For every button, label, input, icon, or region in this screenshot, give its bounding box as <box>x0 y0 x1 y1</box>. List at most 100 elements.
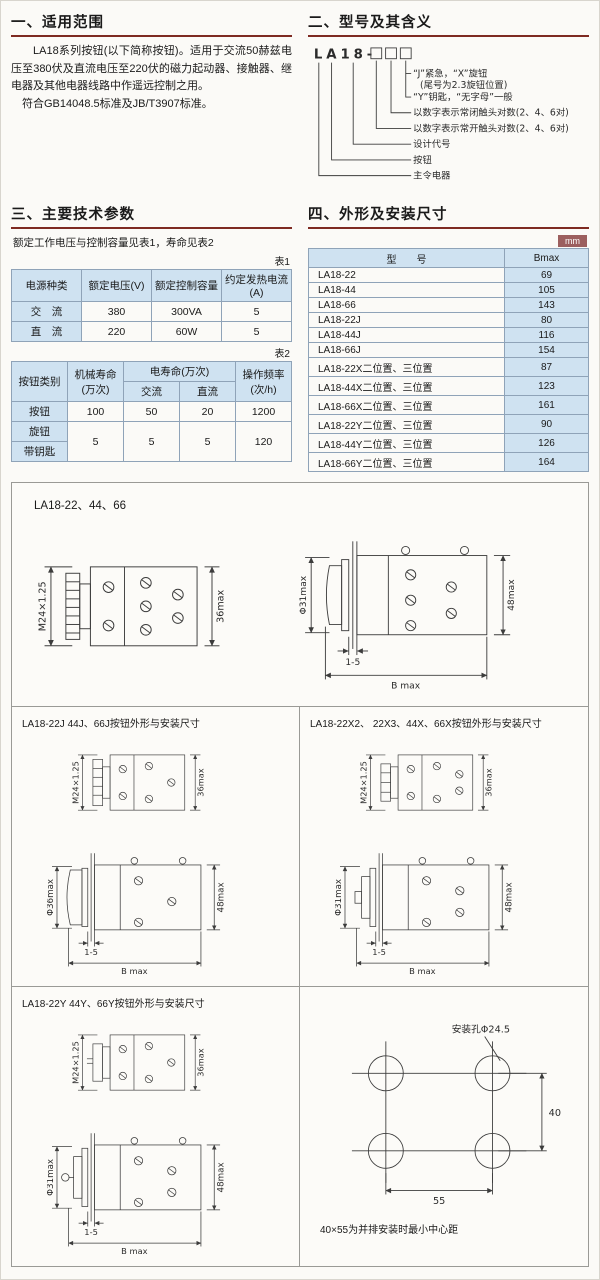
figure4-title: LA18-22Y 44Y、66Y按钮外形与安装尺寸 <box>22 999 205 1011</box>
dim-gap-label: 1-5 <box>345 659 360 669</box>
panel <box>378 853 383 942</box>
cell-mech-life: 5 <box>67 421 124 463</box>
section-scope: 一、适用范围 LA18系列按钮(以下简称按钮)。适用于交流50赫兹电压至380伏… <box>11 11 292 195</box>
dim-depth-label: 48max <box>504 882 514 912</box>
tech-params-title: 三、主要技术参数 <box>11 203 292 230</box>
top-row: 一、适用范围 LA18系列按钮(以下简称按钮)。适用于交流50赫兹电压至380伏… <box>11 11 589 195</box>
figure-la18-y: LA18-22Y 44Y、66Y按钮外形与安装尺寸 M24×1.25 <box>12 987 300 1267</box>
dim-width-label: B max <box>121 966 148 976</box>
scope-title: 一、适用范围 <box>11 11 292 37</box>
model-designation-diagram: LA18- “J”紧急，“X”旋钮 (尾号为2.3旋钮位置) “Y”钥匙，“无字… <box>314 47 569 182</box>
dim-height-label: 36max <box>215 590 226 623</box>
dim-width-label: B max <box>409 966 436 976</box>
dim-gap-label: 1-5 <box>84 947 98 957</box>
dimension-row: LA18-22J 80 <box>308 312 589 329</box>
header-cell-mech-life: 机械寿命(万次) <box>67 361 124 403</box>
dimension-row: LA18-66Y二位置、三位置 164 <box>308 452 589 473</box>
contact-block <box>109 1034 185 1091</box>
drawings-panel: LA18-22、44、66 M24×1.25 <box>11 482 589 1268</box>
cell-category: 旋钮 <box>11 421 68 443</box>
button-head <box>64 573 91 641</box>
rating-table: 电源种类 额定电压(V) 额定控制容量 约定发热电流(A) 交 流 380 30… <box>11 269 292 343</box>
tech-params-intro: 额定工作电压与控制容量见表1，寿命见表2 <box>13 237 214 250</box>
dimension-row: LA18-44X二位置、三位置 123 <box>308 376 589 397</box>
cell-model: LA18-22X二位置、三位置 <box>308 357 505 378</box>
knob-lever <box>354 867 377 927</box>
dim-thread-label: M24×1.25 <box>360 761 369 804</box>
table1-caption: 表1 <box>274 257 290 269</box>
cell-current: 5 <box>221 321 292 343</box>
section-model-meaning: 二、型号及其含义 LA18- “J”紧急，“X”旋钮 (尾号为2.3旋钮位置) … <box>308 11 589 195</box>
figure3-title: LA18-22X2、 22X3、44X、66X按钮外形与安装尺寸 <box>310 718 542 730</box>
cell-op-freq: 120 <box>235 421 292 463</box>
figure-la18-x: LA18-22X2、 22X3、44X、66X按钮外形与安装尺寸 M24×1.2… <box>300 707 588 988</box>
callout-line <box>390 60 412 114</box>
f4-side-view-drawing: Φ31max <box>47 1133 226 1256</box>
figure2-title: LA18-22J 44J、66J按钮外形与安装尺寸 <box>22 718 200 730</box>
figure-grid: LA18-22J 44J、66J按钮外形与安装尺寸 M24×1.25 <box>12 705 588 1267</box>
dimension-table: 型 号 Bmax LA18-22 69 LA18-44 105 <box>308 248 589 473</box>
cell-model: LA18-66Y二位置、三位置 <box>308 452 505 473</box>
model-box-1 <box>370 47 383 60</box>
dimension-table-body: LA18-22 69 LA18-44 105 LA18-66 143 <box>308 267 589 473</box>
dimension-row: LA18-44 105 <box>308 282 589 299</box>
life-table: 按钮类别 机械寿命(万次) 电寿命(万次) 操作频率(次/h) 交流 直流 按钮… <box>11 361 292 463</box>
scope-paragraph: LA18系列按钮(以下简称按钮)。适用于交流50赫兹电压至380伏及直流电压至2… <box>11 45 292 93</box>
callout-line <box>318 62 412 177</box>
dimension-row: LA18-44Y二位置、三位置 126 <box>308 433 589 454</box>
section-tech-params: 三、主要技术参数 额定工作电压与控制容量见表1，寿命见表2 表1 电源种类 额定… <box>11 203 292 472</box>
cell-category: 按钮 <box>11 401 68 423</box>
cell-model: LA18-66X二位置、三位置 <box>308 395 505 416</box>
header-cell-capacity: 额定控制容量 <box>151 269 222 303</box>
figure-la18-22-44-66: LA18-22、44、66 M24×1.25 <box>12 483 588 706</box>
mounting-note: 40×55为并排安装时最小中心距 <box>320 1225 459 1237</box>
header-cell-ac: 交流 <box>123 381 180 403</box>
dimension-row: LA18-44J 116 <box>308 327 589 344</box>
callout-pushbutton: 按钮 <box>413 154 432 166</box>
dim-horizontal-spacing: 55 <box>433 1196 445 1207</box>
cell-dc-life: 20 <box>179 401 236 423</box>
panel <box>351 541 357 650</box>
cell-bmax: 164 <box>504 452 589 473</box>
cell-mech-life: 100 <box>67 401 124 423</box>
cell-capacity: 300VA <box>151 301 222 323</box>
contact-block <box>355 546 487 636</box>
dim-gap-label: 1-5 <box>372 947 386 957</box>
mid-row: 三、主要技术参数 额定工作电压与控制容量见表1，寿命见表2 表1 电源种类 额定… <box>11 203 589 473</box>
cell-ac-life: 50 <box>123 401 180 423</box>
cell-capacity: 60W <box>151 321 222 343</box>
dim-height-label: 36max <box>195 768 205 796</box>
life-header-row-1: 按钮类别 机械寿命(万次) 电寿命(万次) 操作频率(次/h) <box>11 361 292 403</box>
cell-model: LA18-66 <box>308 297 505 314</box>
figure-mounting-holes: 安装孔Φ24.5 55 40 <box>300 987 588 1266</box>
life-row-button: 按钮 100 50 20 1200 <box>11 401 292 423</box>
cell-model: LA18-66J <box>308 342 505 359</box>
panel <box>90 853 95 942</box>
cell-bmax: 80 <box>504 312 589 329</box>
callout-suffix-y: “Y”钥匙，“无字母”一般 <box>413 91 513 103</box>
cell-model: LA18-22Y二位置、三位置 <box>308 414 505 435</box>
rating-header-row: 电源种类 额定电压(V) 额定控制容量 约定发热电流(A) <box>11 269 292 303</box>
model-meaning-title: 二、型号及其含义 <box>308 11 589 37</box>
dimensions-title: 四、外形及安装尺寸 <box>308 203 589 230</box>
cell-dc-life: 5 <box>179 421 236 463</box>
mounting-holes <box>351 1041 527 1183</box>
header-cell-bmax: Bmax <box>504 248 589 269</box>
button-cap <box>325 559 349 632</box>
knob-head <box>380 763 399 802</box>
dim-vertical-spacing: 40 <box>549 1108 561 1119</box>
figure1-views: M24×1.25 <box>20 517 580 700</box>
cell-bmax: 69 <box>504 267 589 284</box>
dim-dia-label: Φ31max <box>335 879 344 916</box>
callout-line <box>331 62 412 161</box>
figure-la18-j: LA18-22J 44J、66J按钮外形与安装尺寸 M24×1.25 <box>12 706 300 988</box>
cell-model: LA18-44 <box>308 282 505 299</box>
header-cell-dc: 直流 <box>179 381 236 403</box>
header-cell-voltage: 额定电压(V) <box>81 269 152 303</box>
dim-thread-label: M24×1.25 <box>37 582 48 632</box>
scope-standards: 符合GB14048.5标准及JB/T3907标准。 <box>22 97 213 110</box>
cell-model: LA18-44X二位置、三位置 <box>308 376 505 397</box>
cell-voltage: 220 <box>81 321 152 343</box>
hole-diameter-label: 安装孔Φ24.5 <box>452 1023 510 1036</box>
